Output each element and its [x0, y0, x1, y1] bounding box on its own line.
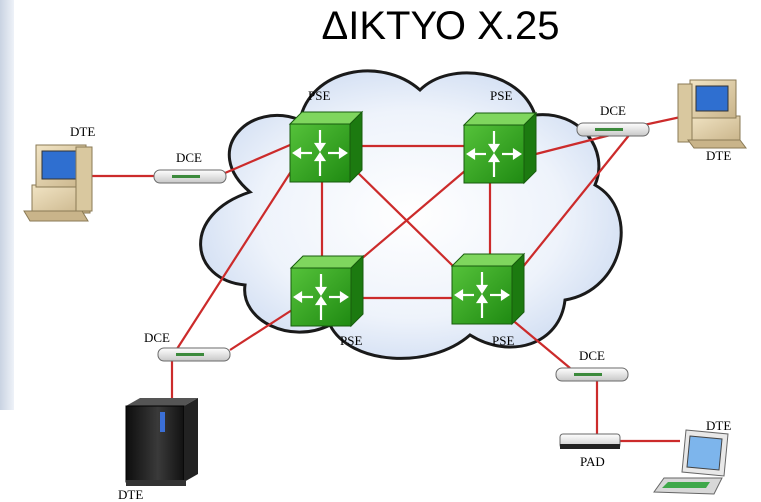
link-pse-tr-pse-bl [359, 169, 467, 261]
dte-label: DTE [70, 124, 95, 139]
link-pse-bl-dce-bl [229, 309, 293, 351]
router-arrows-icon [454, 272, 510, 318]
pse-bottom-left [289, 254, 365, 328]
link-pse-tl-pse-br [354, 169, 454, 267]
link-pse-tl-dce-bl [174, 169, 293, 353]
dce-left [153, 169, 227, 184]
diagram-title: ΔΙΚΤΥΟ X.25 [321, 4, 560, 48]
pad-device [559, 433, 621, 449]
dte-label: DTE [706, 418, 731, 433]
desktop-computer-icon [23, 144, 93, 222]
link-dce-left-pse [224, 143, 291, 175]
dce-top-right [576, 122, 650, 137]
link-pse-br-dce-br [509, 317, 571, 369]
router-arrows-icon [466, 131, 522, 177]
dce-label: DCE [144, 330, 170, 345]
pse-label: PSE [340, 333, 362, 348]
pse-label: PSE [490, 88, 512, 103]
link-dce-tr-pse-br [521, 133, 631, 269]
laptop-icon [653, 429, 729, 495]
pse-bottom-right [450, 252, 526, 326]
server-tower-icon [125, 398, 198, 486]
dce-bottom-left [157, 347, 231, 362]
pad-label: PAD [580, 454, 605, 469]
pse-label: PSE [308, 88, 330, 103]
router-arrows-icon [293, 274, 349, 320]
router-arrows-icon [292, 130, 348, 176]
slide-edge-strip [0, 0, 14, 410]
pse-top-right [462, 111, 538, 185]
dce-label: DCE [600, 103, 626, 118]
dte-label: DTE [118, 487, 143, 502]
dce-label: DCE [176, 150, 202, 165]
dce-label: DCE [579, 348, 605, 363]
dte-label: DTE [706, 148, 731, 163]
desktop-computer-icon [677, 79, 747, 149]
pse-top-left [288, 110, 364, 184]
pse-label: PSE [492, 333, 514, 348]
dce-bottom-right [555, 367, 629, 382]
